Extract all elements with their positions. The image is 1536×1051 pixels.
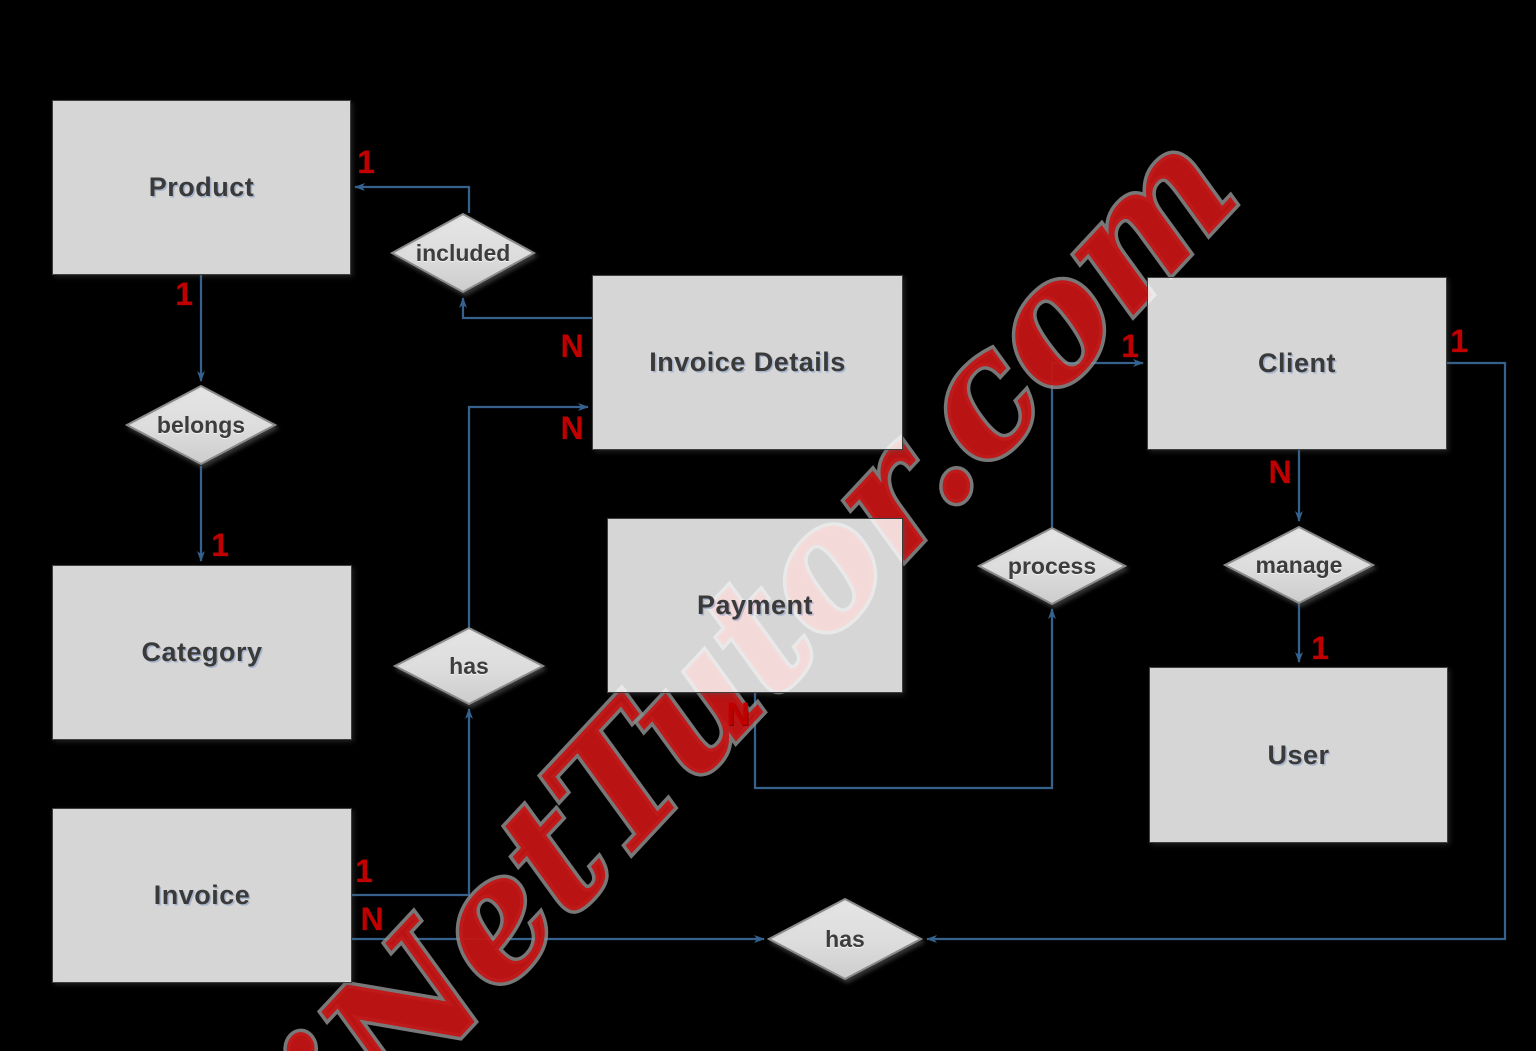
- relationship-belongs: belongs: [125, 384, 277, 466]
- connector-process-client: [1050, 359, 1144, 527]
- entity-payment: Payment: [607, 518, 903, 693]
- entity-product-label: Product: [148, 172, 255, 202]
- entity-invoice: Invoice: [52, 808, 352, 983]
- entity-user: User: [1149, 667, 1448, 843]
- entity-invoice-label: Invoice: [153, 880, 251, 910]
- relationship-has-bottom: has: [767, 897, 923, 981]
- cardinality-product-belongs: 1: [175, 276, 193, 312]
- relationship-manage-label: manage: [1255, 551, 1343, 578]
- connector-hasmid-invoicedetails: [467, 403, 589, 627]
- cardinality-invoice-details-included: N: [560, 328, 584, 364]
- connector-invoicedetails-included: [459, 297, 592, 320]
- cardinality-product-included: 1: [357, 144, 375, 180]
- cardinality-invoice-has-mid: 1: [355, 853, 373, 889]
- diamond-shape: [767, 897, 923, 981]
- cardinality-client-manage: N: [1268, 454, 1292, 490]
- entity-invoice-details-label: Invoice Details: [649, 347, 846, 377]
- entity-category: Category: [52, 565, 352, 740]
- relationship-included-label: included: [415, 239, 511, 266]
- relationship-belongs-label: belongs: [156, 411, 246, 438]
- connector-payment-process: [753, 608, 1056, 790]
- entity-product: Product: [52, 100, 351, 275]
- connector-invoice-hasmid: [352, 708, 473, 897]
- diamond-shape: [125, 384, 277, 466]
- relationship-process: process: [977, 526, 1127, 606]
- cardinality-payment-process: N: [726, 696, 750, 732]
- relationship-process-label: process: [1007, 552, 1097, 579]
- connector-client-hasbottom: [926, 361, 1507, 943]
- entity-client: Client: [1147, 277, 1447, 450]
- cardinality-category-belongs: 1: [211, 527, 229, 563]
- entity-payment-label: Payment: [696, 590, 814, 620]
- cardinality-client-has: 1: [1450, 323, 1468, 359]
- relationship-manage: manage: [1223, 525, 1375, 605]
- relationship-has-mid-label: has: [449, 652, 489, 679]
- cardinality-client-process: 1: [1121, 328, 1139, 364]
- relationship-has-mid: has: [393, 626, 545, 706]
- relationship-has-bottom-label: has: [825, 925, 865, 952]
- diamond-shape: [393, 626, 545, 706]
- entity-client-label: Client: [1257, 348, 1336, 378]
- diamond-shape: [390, 212, 536, 294]
- cardinality-invoice-details-has: N: [560, 410, 584, 446]
- entity-category-label: Category: [141, 637, 263, 667]
- cardinality-invoice-has-bottom: N: [360, 901, 384, 937]
- cardinality-user-manage: 1: [1311, 630, 1329, 666]
- entity-invoice-details: Invoice Details: [592, 275, 903, 450]
- diamond-shape: [977, 526, 1127, 606]
- entity-user-label: User: [1267, 739, 1330, 770]
- relationship-included: included: [390, 212, 536, 294]
- diamond-shape: [1223, 525, 1375, 605]
- connector-included-product: [354, 183, 471, 213]
